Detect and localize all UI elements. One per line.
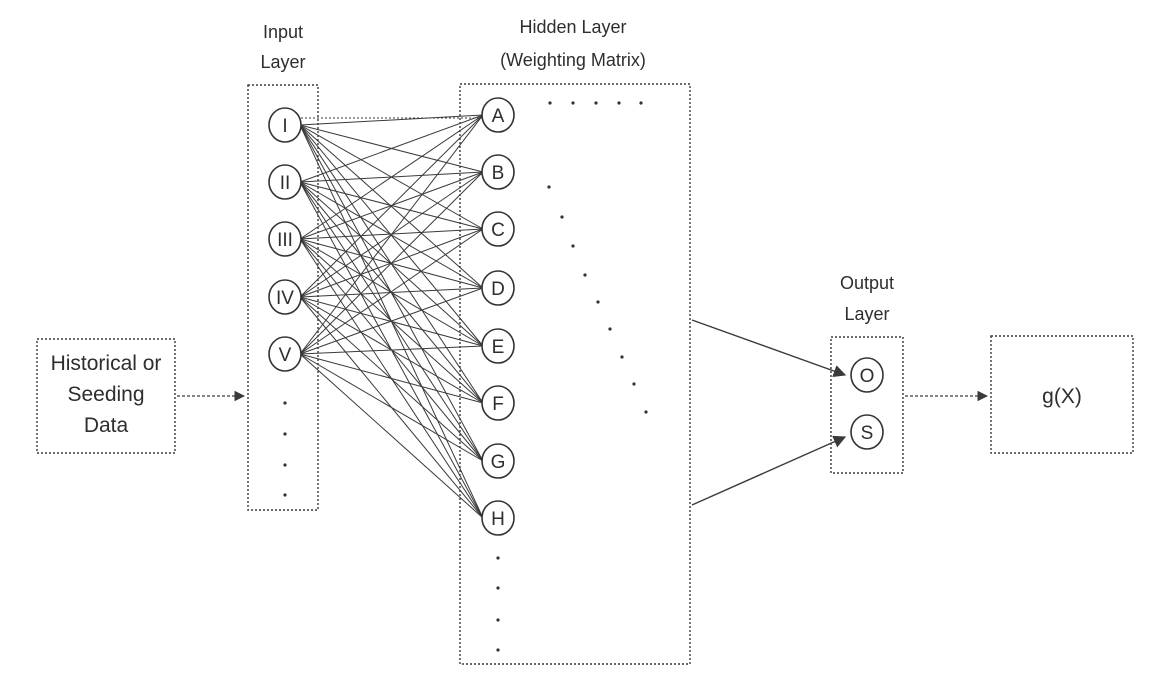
hidden-node-label: E (492, 337, 505, 358)
function-box: g(X) (991, 336, 1133, 453)
source-data-box: Historical or Seeding Data (37, 339, 175, 453)
source-label-line-2: Seeding (67, 383, 144, 406)
connection-line (300, 229, 483, 354)
output-node: O (851, 358, 883, 392)
hidden-diagonal-dots (547, 185, 647, 413)
input-nodes: IIIIIIIVV (269, 108, 301, 371)
input-node-label: I (282, 116, 287, 137)
hidden-layer-title-2: (Weighting Matrix) (500, 50, 646, 70)
hidden-node-label: F (492, 394, 504, 415)
output-layer-title-1: Output (840, 273, 894, 293)
connection-line (300, 288, 483, 297)
input-hidden-connections (300, 115, 483, 518)
hidden-node-label: B (492, 163, 505, 184)
hidden-node: C (482, 212, 514, 246)
hidden-node: G (482, 444, 514, 478)
hidden-node: D (482, 271, 514, 305)
hidden-node: H (482, 501, 514, 535)
hidden-layer-title-1: Hidden Layer (519, 17, 626, 37)
hidden-node: F (482, 386, 514, 420)
input-node-label: III (277, 230, 293, 251)
output-node: S (851, 415, 883, 449)
arrow-hidden-to-output-s (692, 437, 845, 505)
input-layer-title-2: Layer (260, 52, 305, 72)
connection-line (300, 115, 483, 125)
input-node: I (269, 108, 301, 142)
connection-line (300, 346, 483, 354)
input-node-label: IV (276, 288, 294, 309)
hidden-column-dots (496, 556, 499, 651)
hidden-nodes: A B C D E F G H (482, 98, 514, 535)
input-layer: Input Layer (248, 22, 318, 510)
hidden-row-dots (548, 101, 642, 104)
connection-line (300, 115, 483, 182)
input-continuation-dots (283, 401, 286, 496)
output-nodes: OS (851, 358, 883, 449)
input-node: IV (269, 280, 301, 314)
input-node: II (269, 165, 301, 199)
input-node-label: II (280, 173, 291, 194)
hidden-node-label: C (491, 220, 505, 241)
hidden-node-label: D (491, 279, 505, 300)
connection-line (300, 115, 483, 354)
input-node: V (269, 337, 301, 371)
output-node-label: O (860, 366, 875, 387)
hidden-node: B (482, 155, 514, 189)
connection-line (300, 115, 483, 239)
hidden-node: E (482, 329, 514, 363)
hidden-node-label: A (492, 106, 505, 127)
input-layer-title-1: Input (263, 22, 303, 42)
input-node-label: V (279, 345, 292, 366)
input-node: III (269, 222, 301, 256)
output-node-label: S (861, 423, 874, 444)
source-label-line-1: Historical or (51, 352, 162, 375)
arrow-hidden-to-output-o (692, 320, 845, 375)
hidden-node: A (482, 98, 514, 132)
function-label: g(X) (1042, 385, 1082, 408)
output-layer-title-2: Layer (844, 304, 889, 324)
hidden-node-label: G (491, 452, 506, 473)
hidden-node-label: H (491, 509, 505, 530)
source-label-line-3: Data (84, 414, 129, 437)
